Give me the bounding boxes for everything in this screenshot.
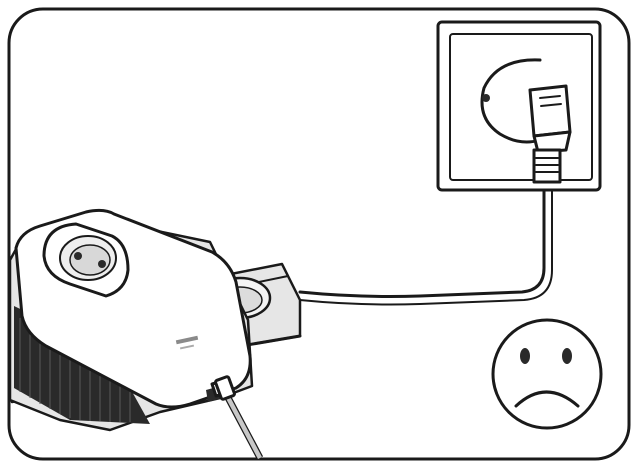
sad-face-icon [493,320,601,428]
wall-socket-icon [438,22,600,190]
